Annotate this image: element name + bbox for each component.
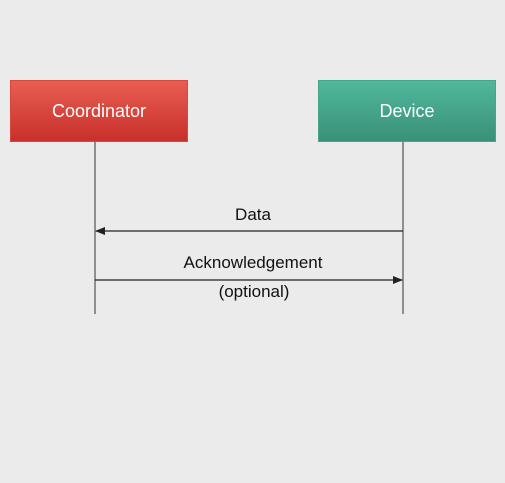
ack-message-label: Acknowledgement <box>183 253 323 272</box>
coordinator-lifeline-head: Coordinator <box>10 80 188 142</box>
device-label: Device <box>379 100 435 121</box>
device-lifeline-head: Device <box>318 80 496 142</box>
coordinator-label: Coordinator <box>51 100 147 121</box>
ack-optional-label: (optional) <box>218 282 290 301</box>
data-message-label: Data <box>235 205 271 224</box>
